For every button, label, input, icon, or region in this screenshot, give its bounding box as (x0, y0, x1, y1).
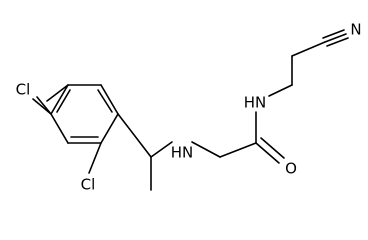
ring-bond-c4-c5 (50, 113, 69, 144)
chlorine-label-ortho: Cl (81, 176, 96, 194)
bond-ring-cl-ortho (88, 142, 102, 174)
ring-double-bond-c1-c2 (97, 89, 113, 113)
ring-double-bond-c3-c4 (56, 89, 71, 113)
bond-carbonyl-o-2 (260, 137, 285, 159)
bond-ring-cl-para (36, 96, 52, 115)
nitrile-nitrogen-label: N (350, 21, 361, 39)
bond-carbonyl-o-1 (255, 142, 280, 164)
amide-nh-label: HN (244, 94, 267, 112)
carbonyl-oxygen-label: O (285, 160, 297, 178)
chlorine-label-para: Cl (16, 81, 31, 99)
nitrile-bond-2 (322, 29, 345, 39)
ring-bond-c1-c2 (100, 84, 119, 115)
bond-c3-cl (46, 84, 69, 102)
ring-bond-c3-c4 (50, 84, 69, 115)
bond-ring-ch (117, 113, 152, 158)
bonds (32, 29, 349, 191)
ring-bond-c6-c1 (100, 113, 119, 144)
bond-ch2-cn (291, 41, 326, 57)
nitrile-bond-1 (324, 33, 347, 43)
bond-nh-ch2 (191, 141, 221, 158)
bond-ch-nh (150, 141, 173, 158)
bond-ch2-carbonyl (219, 142, 257, 158)
bond-nh-ch2-chain (268, 84, 293, 97)
amine-nh-label: HN (171, 144, 194, 162)
nitrile-bond-3 (326, 37, 349, 47)
atom-labels: Cl Cl HN HN O N (16, 21, 362, 194)
molecule-structure-diagram: Cl Cl HN HN O N (16, 21, 362, 194)
